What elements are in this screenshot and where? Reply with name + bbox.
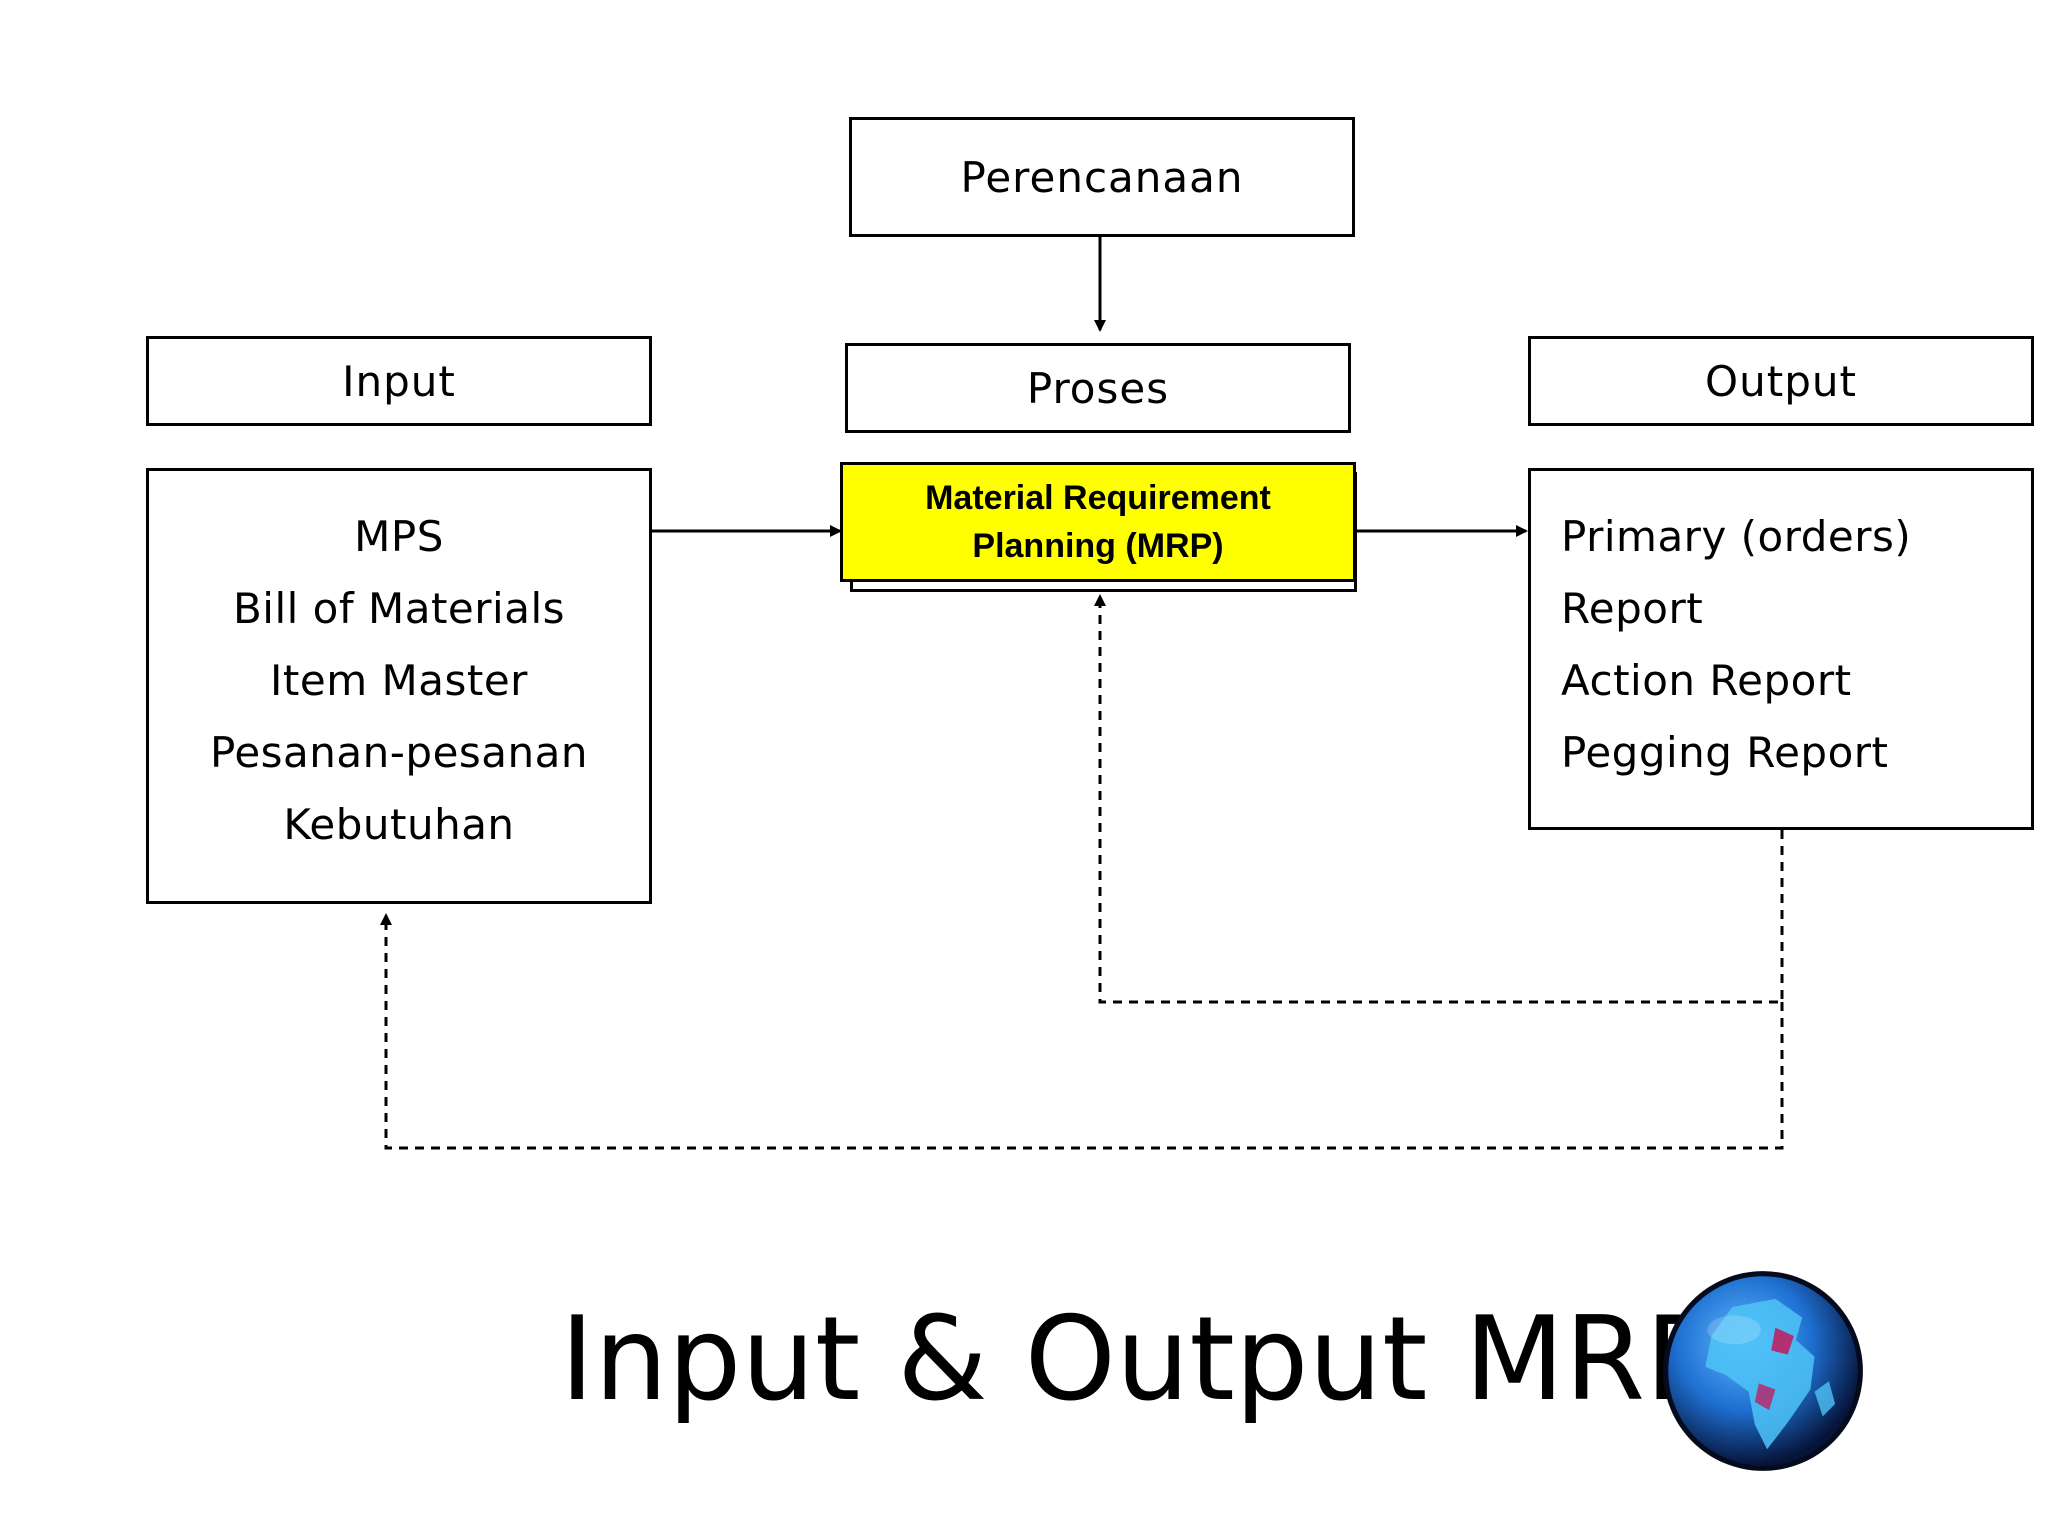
slide-title: Input & Output MRP <box>560 1292 1716 1427</box>
feedback-output-to-mrp <box>1094 594 1784 1004</box>
feedback-output-to-input <box>380 913 1784 1150</box>
output-item: Report <box>1561 584 1704 633</box>
globe-icon <box>1663 1271 1863 1471</box>
mrp-label-line1: Material Requirement <box>925 479 1271 517</box>
planning-box: Perencanaan <box>849 117 1355 237</box>
output-item: Action Report <box>1561 656 1852 705</box>
input-item: Item Master <box>270 656 528 705</box>
output-item: Primary (orders) <box>1561 512 1912 561</box>
input-header: Input <box>342 356 456 406</box>
input-item: Bill of Materials <box>232 584 565 633</box>
output-header: Output <box>1705 356 1857 406</box>
input-header-box: Input <box>146 336 652 426</box>
output-header-box: Output <box>1528 336 2034 426</box>
process-header-box: Proses <box>845 343 1351 433</box>
mrp-process-box: Material Requirement Planning (MRP) <box>840 462 1356 582</box>
planning-label: Perencanaan <box>960 152 1244 202</box>
output-list: Primary (orders) Report Action Report Pe… <box>1528 468 2034 830</box>
input-item: Kebutuhan <box>283 800 515 849</box>
output-item: Pegging Report <box>1561 728 1889 777</box>
input-item: Pesanan-pesanan <box>209 728 588 777</box>
mrp-label-line2: Planning (MRP) <box>972 527 1224 565</box>
process-header: Proses <box>1026 363 1170 413</box>
input-item: MPS <box>354 512 444 561</box>
input-list: MPS Bill of Materials Item Master Pesana… <box>146 468 652 904</box>
